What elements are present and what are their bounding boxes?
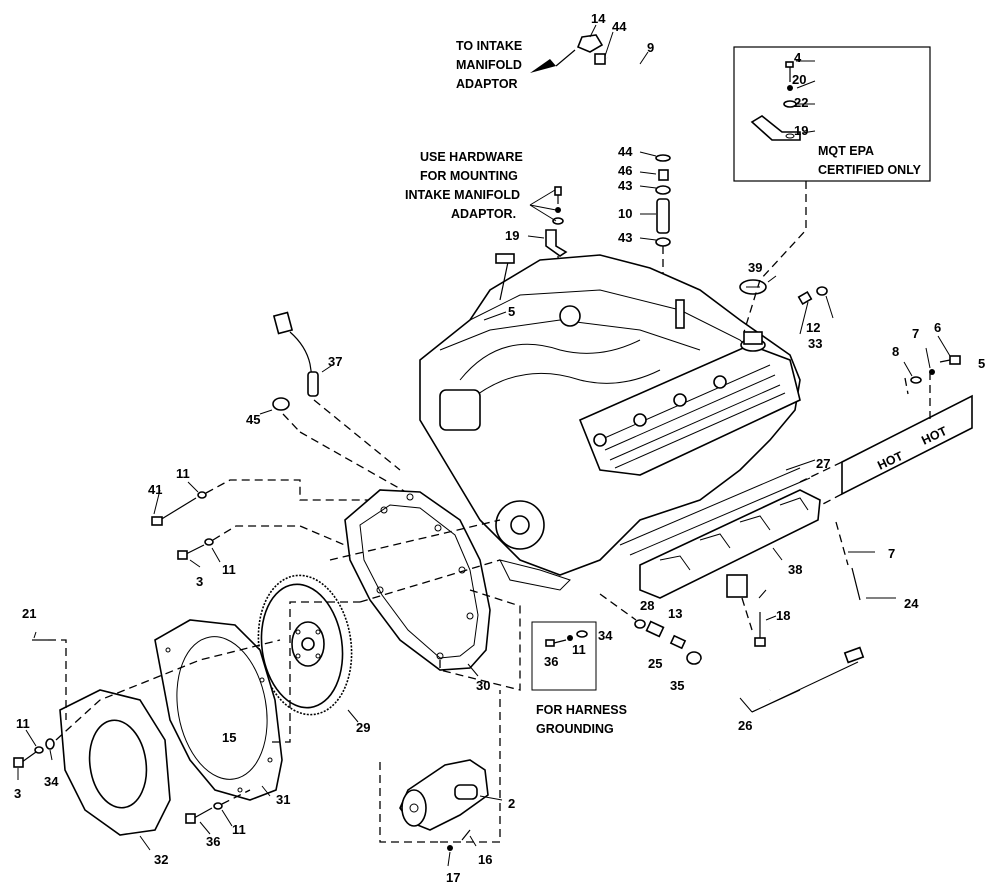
heat-shield — [799, 335, 973, 517]
callout-11: 11 — [176, 466, 190, 481]
callout-19: 19 — [505, 228, 519, 243]
cover-plate — [59, 689, 171, 851]
callout-31: 31 — [276, 792, 290, 807]
callout-34: 34 — [44, 774, 59, 789]
alignment-lines — [329, 181, 807, 603]
note-mqt-1: MQT EPA — [818, 144, 874, 158]
callout-4: 4 — [794, 50, 802, 65]
callout-12: 12 — [806, 320, 820, 335]
callout-36: 36 — [206, 834, 220, 849]
callout-3: 3 — [196, 574, 203, 589]
callout-43: 43 — [618, 178, 632, 193]
note-intake-1: TO INTAKE — [456, 39, 522, 53]
exhaust-manifold — [619, 459, 821, 599]
callout-26: 26 — [738, 718, 752, 733]
note-harness-1: FOR HARNESS — [536, 703, 627, 717]
callout-17: 17 — [446, 870, 460, 885]
adapter-plate — [154, 601, 360, 801]
callout-15: 15 — [222, 730, 236, 745]
engine-block — [419, 253, 801, 591]
callout-27: 27 — [816, 456, 830, 471]
wiring-sensor — [259, 311, 421, 501]
callout-37: 37 — [328, 354, 342, 369]
harness-ground-hardware — [531, 621, 597, 691]
callout-30: 30 — [476, 678, 490, 693]
callout-22: 22 — [794, 95, 808, 110]
note-hardware-3: INTAKE MANIFOLD — [405, 188, 520, 202]
callout-34: 34 — [598, 628, 613, 643]
callout-2: 2 — [508, 796, 515, 811]
mqt-epa-inset — [733, 46, 931, 182]
callout-7: 7 — [912, 326, 919, 341]
callout-35: 35 — [670, 678, 684, 693]
callout-20: 20 — [792, 72, 806, 87]
note-hardware-1: USE HARDWARE — [420, 150, 523, 164]
callout-33: 33 — [808, 336, 822, 351]
callout-16: 16 — [478, 852, 492, 867]
callout-11: 11 — [232, 822, 246, 837]
callout-21: 21 — [22, 606, 36, 621]
callout-38: 38 — [788, 562, 802, 577]
callout-45: 45 — [246, 412, 260, 427]
lower-bolts — [185, 789, 251, 835]
hose-assembly — [530, 24, 671, 330]
callout-28: 28 — [640, 598, 654, 613]
callout-44: 44 — [612, 19, 627, 34]
callout-3: 3 — [14, 786, 21, 801]
callout-25: 25 — [648, 656, 662, 671]
callout-43: 43 — [618, 230, 632, 245]
callout-46: 46 — [618, 163, 632, 178]
note-mqt-2: CERTIFIED ONLY — [818, 163, 922, 177]
callout-32: 32 — [154, 852, 168, 867]
callout-5: 5 — [508, 304, 515, 319]
callout-19: 19 — [794, 123, 808, 138]
callout-labels: 1444942022194446431043193912533678537452… — [14, 11, 985, 885]
callout-10: 10 — [618, 206, 632, 221]
note-intake-3: ADAPTOR — [456, 77, 518, 91]
callout-5: 5 — [978, 356, 985, 371]
oil-line-fittings — [599, 593, 865, 713]
callout-11: 11 — [222, 562, 236, 577]
callout-8: 8 — [892, 344, 899, 359]
callout-11: 11 — [16, 716, 30, 731]
studs — [741, 521, 896, 647]
note-intake-2: MANIFOLD — [456, 58, 522, 72]
starter-motor — [379, 690, 503, 867]
callout-18: 18 — [776, 608, 790, 623]
callout-36: 36 — [544, 654, 558, 669]
annotation-notes: TO INTAKE MANIFOLD ADAPTOR USE HARDWARE … — [405, 39, 950, 736]
callout-29: 29 — [356, 720, 370, 735]
note-hardware-4: ADAPTOR. — [451, 207, 516, 221]
note-harness-2: GROUNDING — [536, 722, 614, 736]
callout-24: 24 — [904, 596, 919, 611]
callout-14: 14 — [591, 11, 606, 26]
callout-7: 7 — [888, 546, 895, 561]
callout-11: 11 — [572, 642, 586, 657]
lower-left-hardware — [13, 631, 281, 780]
callout-6: 6 — [934, 320, 941, 335]
note-hardware-2: FOR MOUNTING — [420, 169, 518, 183]
callout-39: 39 — [748, 260, 762, 275]
housing-bolts — [151, 479, 410, 568]
callout-13: 13 — [668, 606, 682, 621]
callout-41: 41 — [148, 482, 162, 497]
callout-9: 9 — [647, 40, 654, 55]
callout-44: 44 — [618, 144, 633, 159]
